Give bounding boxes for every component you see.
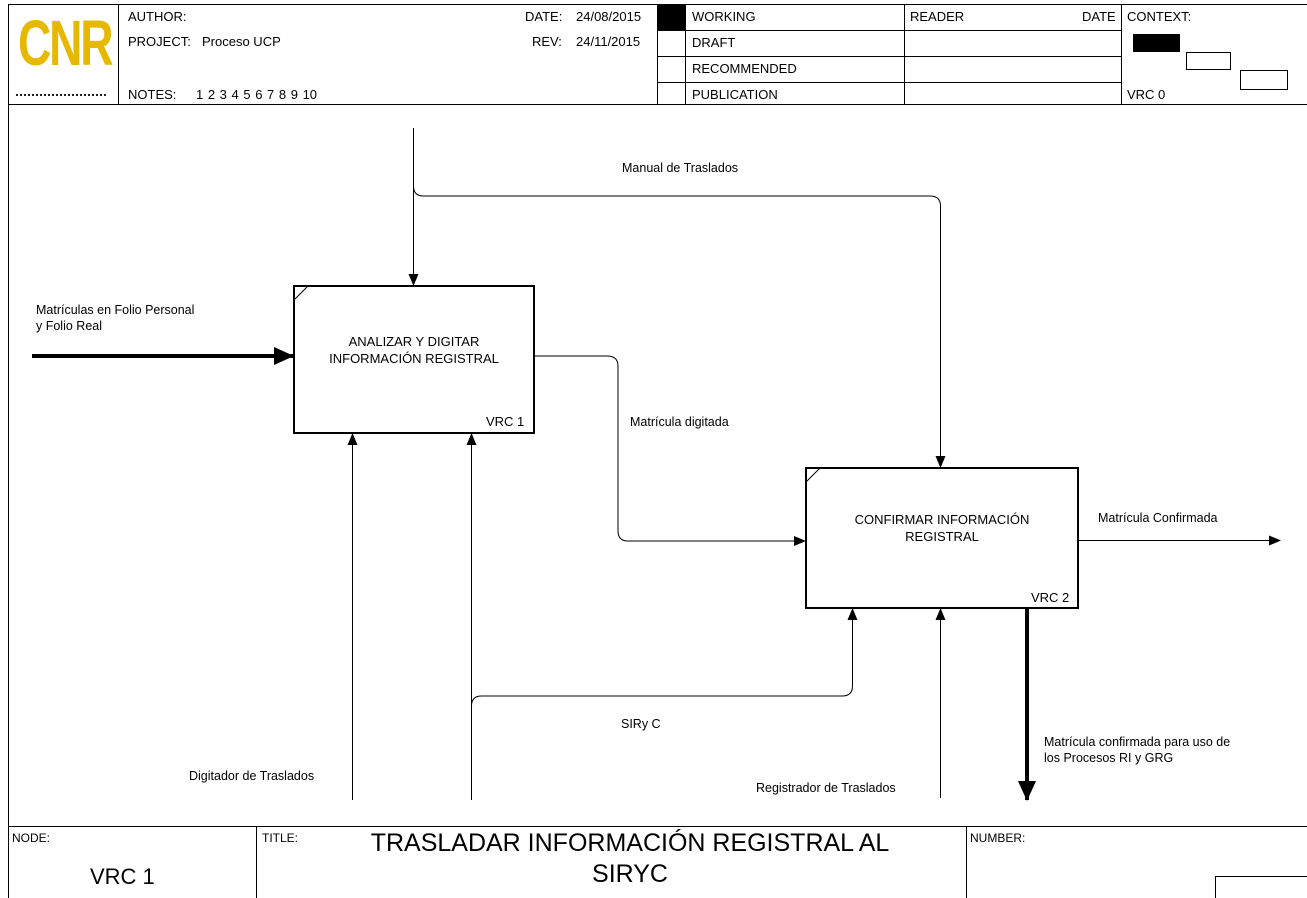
box1-title-line2: INFORMACIÓN REGISTRAL — [329, 351, 499, 366]
rev-label: REV: — [532, 34, 562, 49]
box1-title: ANALIZAR Y DIGITAR INFORMACIÓN REGISTRAL — [296, 333, 532, 367]
notes-value: 1 2 3 4 5 6 7 8 9 10 — [196, 87, 318, 102]
activity-box-vrc1 — [293, 285, 535, 434]
rev-value: 24/11/2015 — [576, 34, 641, 49]
label-matricula-digitada: Matrícula digitada — [630, 415, 729, 429]
status-publication: PUBLICATION — [692, 87, 778, 102]
date-label: DATE: — [525, 9, 563, 24]
reader-label: READER — [910, 9, 965, 24]
label-matriculas-line2: y Folio Real — [36, 319, 102, 333]
label-manual-traslados: Manual de Traslados — [622, 161, 739, 175]
context-node: VRC 0 — [1127, 87, 1166, 102]
label-digitador: Digitador de Traslados — [189, 769, 315, 783]
footer-frame — [8, 104, 1307, 898]
diagram-title-line2: SIRYC — [592, 860, 668, 888]
context-box-1 — [1186, 52, 1231, 70]
working-status-marker — [658, 5, 685, 30]
label-registrador: Registrador de Traslados — [756, 781, 896, 795]
box2-title-line2: REGISTRAL — [905, 529, 979, 544]
reader-date-label: DATE — [1082, 9, 1116, 24]
cnr-logo: CNR — [16, 8, 114, 100]
label-uso-line2: los Procesos RI y GRG — [1044, 751, 1174, 765]
label-siryc: SIRy C — [621, 717, 661, 731]
notes-label: NOTES: — [128, 87, 177, 102]
label-uso-line1: Matrícula confirmada para uso de — [1044, 735, 1231, 749]
box2-title-line1: CONFIRMAR INFORMACIÓN — [854, 512, 1030, 527]
status-recommended: RECOMMENDED — [692, 61, 797, 76]
status-working: WORKING — [692, 9, 756, 24]
arrow-matricula-digitada — [534, 355, 806, 546]
node-label: NODE: — [12, 831, 51, 845]
diagram-title: TRASLADAR INFORMACIÓN REGISTRAL AL SIRYC — [300, 828, 960, 890]
cnr-logo-text: CNR — [18, 8, 114, 79]
project-value: Proceso UCP — [202, 34, 281, 49]
box1-title-line1: ANALIZAR Y DIGITAR — [348, 334, 480, 349]
date-value: 24/08/2015 — [576, 9, 642, 24]
label-matricula-confirmada: Matrícula Confirmada — [1098, 511, 1218, 525]
title-label: TITLE: — [262, 831, 299, 845]
arrow-control-manual — [408, 128, 946, 468]
box1-node: VRC 1 — [486, 414, 525, 429]
context-box-filled — [1133, 34, 1180, 52]
box2-node: VRC 2 — [1031, 590, 1070, 605]
context-box-2 — [1240, 70, 1288, 90]
arrow-mechanism-siryc-box2 — [471, 608, 858, 707]
label-matriculas-line1: Matrículas en Folio Personal — [36, 303, 195, 317]
project-label: PROJECT: — [128, 34, 191, 49]
author-label: AUTHOR: — [128, 9, 187, 24]
diagram-title-line1: TRASLADAR INFORMACIÓN REGISTRAL AL — [370, 829, 890, 857]
box2-title: CONFIRMAR INFORMACIÓN REGISTRAL — [808, 511, 1076, 545]
node-value: VRC 1 — [90, 864, 155, 889]
number-label: NUMBER: — [970, 831, 1026, 845]
status-draft: DRAFT — [692, 35, 736, 50]
cnr-logo-underline — [16, 94, 106, 96]
context-label: CONTEXT: — [1127, 9, 1192, 24]
header-frame — [8, 4, 1307, 105]
